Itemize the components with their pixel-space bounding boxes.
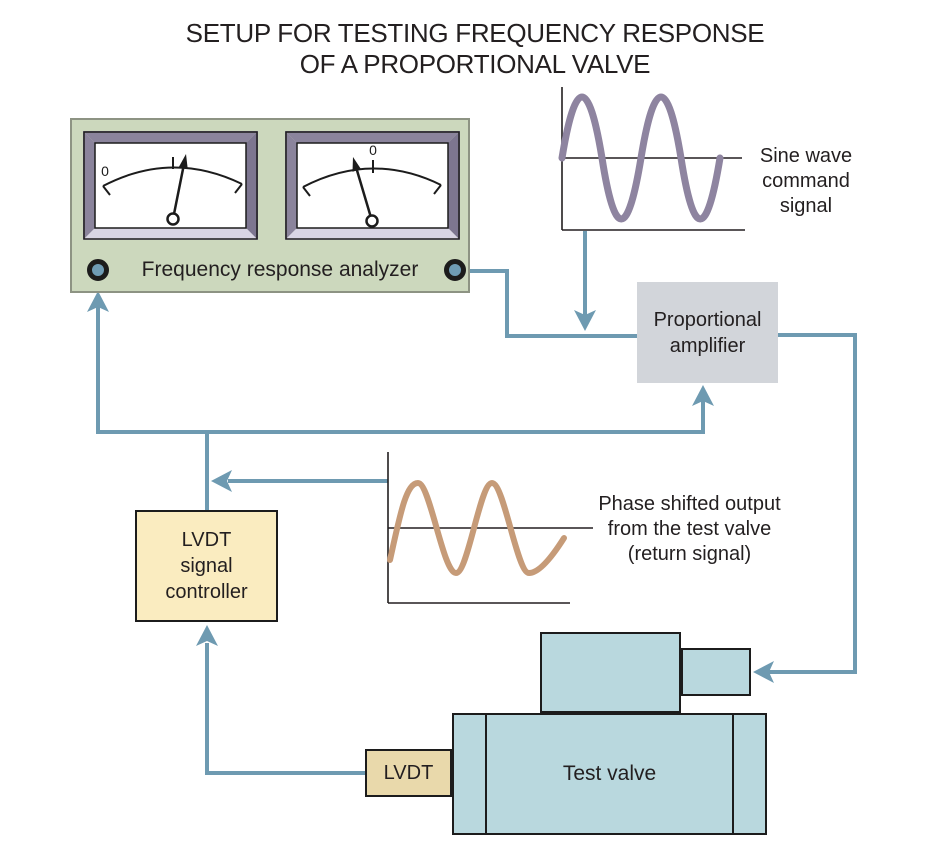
lvdt-signal-controller: LVDT signal controller <box>135 510 278 622</box>
arrowhead-up-into-controller <box>196 625 218 646</box>
signal-wires <box>96 231 857 775</box>
proportional-amplifier: Proportional amplifier <box>637 282 778 383</box>
controller-label-line3: controller <box>165 581 248 603</box>
command-sine-wave <box>558 93 724 223</box>
sine-label-line1: Sine wave <box>759 145 853 167</box>
meter-face <box>296 142 449 229</box>
meter-zero-label: 0 <box>369 142 377 158</box>
meter-needle <box>171 163 186 220</box>
analyzer-meter-left: 0 <box>83 131 258 240</box>
amplifier-label-line1: Proportional <box>653 308 762 331</box>
meter-frame-right <box>246 131 258 240</box>
meter-frame-left <box>83 131 95 240</box>
arrowhead-left-return-signal <box>211 470 232 492</box>
controller-label-line1: LVDT <box>181 529 232 551</box>
arrowhead-down-into-amplifier-wire <box>574 310 596 331</box>
valve-divider-right <box>732 715 734 833</box>
arrowhead-left-into-valve <box>753 661 774 683</box>
meter-frame-left <box>285 131 297 240</box>
valve-divider-left <box>485 715 487 833</box>
sine-label-line3: signal <box>779 195 833 217</box>
diagram-title: SETUP FOR TESTING FREQUENCY RESPONSE OF … <box>0 18 950 80</box>
meter-zero-label: 0 <box>101 163 109 179</box>
controller-label-line2: signal <box>180 555 233 577</box>
meter-frame-top <box>285 131 460 143</box>
meter-outline <box>285 131 460 240</box>
analyzer-knob-left <box>87 259 109 281</box>
test-valve-solenoid <box>540 632 681 713</box>
phase-label-line1: Phase shifted output <box>598 493 781 515</box>
meter-pivot <box>365 214 379 228</box>
phase-label-line2: from the test valve <box>607 518 772 540</box>
title-line-2: OF A PROPORTIONAL VALVE <box>299 49 651 79</box>
wire-analyzer-to-amplifier <box>464 269 639 338</box>
phase-shifted-output-label: Phase shifted output from the test valve… <box>572 492 807 567</box>
meter-outline <box>83 131 258 240</box>
title-line-1: SETUP FOR TESTING FREQUENCY RESPONSE <box>185 18 765 48</box>
meter-frame-bottom <box>285 228 460 240</box>
test-valve-label: Test valve <box>562 762 657 785</box>
phase-label-line3: (return signal) <box>627 543 752 565</box>
amplifier-label-line2: amplifier <box>669 334 746 357</box>
test-valve-body <box>452 713 767 835</box>
meter-needle-arrowhead <box>352 157 362 172</box>
wire-amplifier-to-valve <box>757 333 857 674</box>
return-sine-wave <box>387 479 567 577</box>
meter-needle-arrowhead <box>178 154 188 169</box>
sine-label-line2: command <box>762 170 850 192</box>
test-valve-connector <box>681 648 751 696</box>
command-signal-plot <box>558 87 745 231</box>
meter-frame-top <box>83 131 258 143</box>
arrowhead-up-into-amplifier <box>692 385 714 406</box>
meter-frame-bottom <box>83 228 258 240</box>
meter-needle <box>354 166 374 222</box>
meter-frame-right <box>448 131 460 240</box>
analyzer-label: Frequency response analyzer <box>141 258 419 281</box>
meter-pivot <box>166 212 180 226</box>
analyzer-meter-right: 0 <box>285 131 460 240</box>
sine-wave-command-label: Sine wave command signal <box>741 144 871 219</box>
wire-lvdt-to-controller <box>205 643 366 775</box>
arrowhead-up-into-analyzer <box>87 291 109 312</box>
analyzer-knob-right <box>444 259 466 281</box>
arrowheads <box>87 291 774 683</box>
return-signal-plot <box>387 452 593 604</box>
return-plot-axes <box>387 452 593 604</box>
lvdt-sensor: LVDT <box>365 749 452 797</box>
